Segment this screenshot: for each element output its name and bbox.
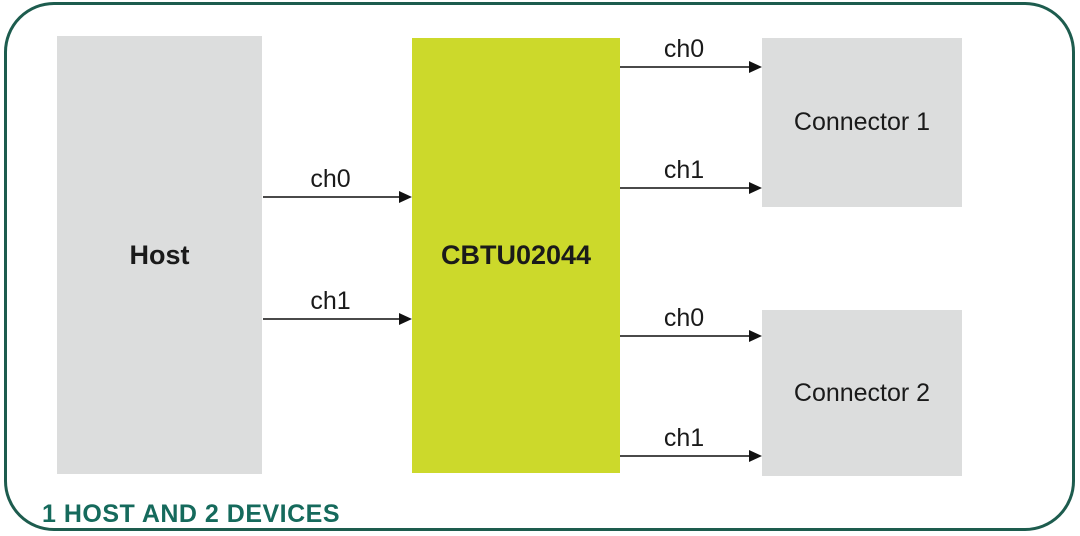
channel-label: ch0	[663, 35, 705, 63]
diagram-caption: 1 HOST AND 2 DEVICES	[42, 500, 341, 528]
connector-2-box: Connector 2	[762, 310, 962, 476]
arrow-line	[263, 196, 403, 198]
channel-label: ch1	[663, 156, 705, 184]
channel-label: ch1	[310, 287, 351, 315]
cbtu02044-chip-label: CBTU02044	[440, 240, 592, 270]
connector-1-label: Connector 1	[793, 108, 931, 136]
arrow-host-to-chip-ch0: ch0	[263, 165, 412, 203]
channel-label: ch0	[310, 165, 351, 193]
arrow-chip-to-connector1-ch0: ch0	[620, 35, 762, 73]
channel-label: ch1	[663, 424, 705, 452]
arrowhead-right-icon	[749, 330, 762, 342]
cbtu02044-chip-box: CBTU02044	[412, 38, 620, 473]
arrowhead-right-icon	[399, 313, 412, 325]
arrow-line	[620, 187, 753, 189]
arrow-line	[620, 66, 753, 68]
arrow-line	[620, 335, 753, 337]
arrowhead-right-icon	[749, 61, 762, 73]
arrow-line	[263, 318, 403, 320]
arrow-chip-to-connector2-ch1: ch1	[620, 424, 762, 462]
host-box: Host	[57, 36, 262, 474]
channel-label: ch0	[663, 304, 705, 332]
arrow-chip-to-connector2-ch0: ch0	[620, 304, 762, 342]
arrowhead-right-icon	[749, 182, 762, 194]
connector-2-label: Connector 2	[793, 378, 931, 407]
arrowhead-right-icon	[749, 450, 762, 462]
arrow-line	[620, 455, 753, 457]
host-box-label: Host	[129, 239, 190, 270]
arrow-chip-to-connector1-ch1: ch1	[620, 156, 762, 194]
arrow-host-to-chip-ch1: ch1	[263, 287, 412, 325]
connector-1-box: Connector 1	[762, 38, 962, 207]
arrowhead-right-icon	[399, 191, 412, 203]
